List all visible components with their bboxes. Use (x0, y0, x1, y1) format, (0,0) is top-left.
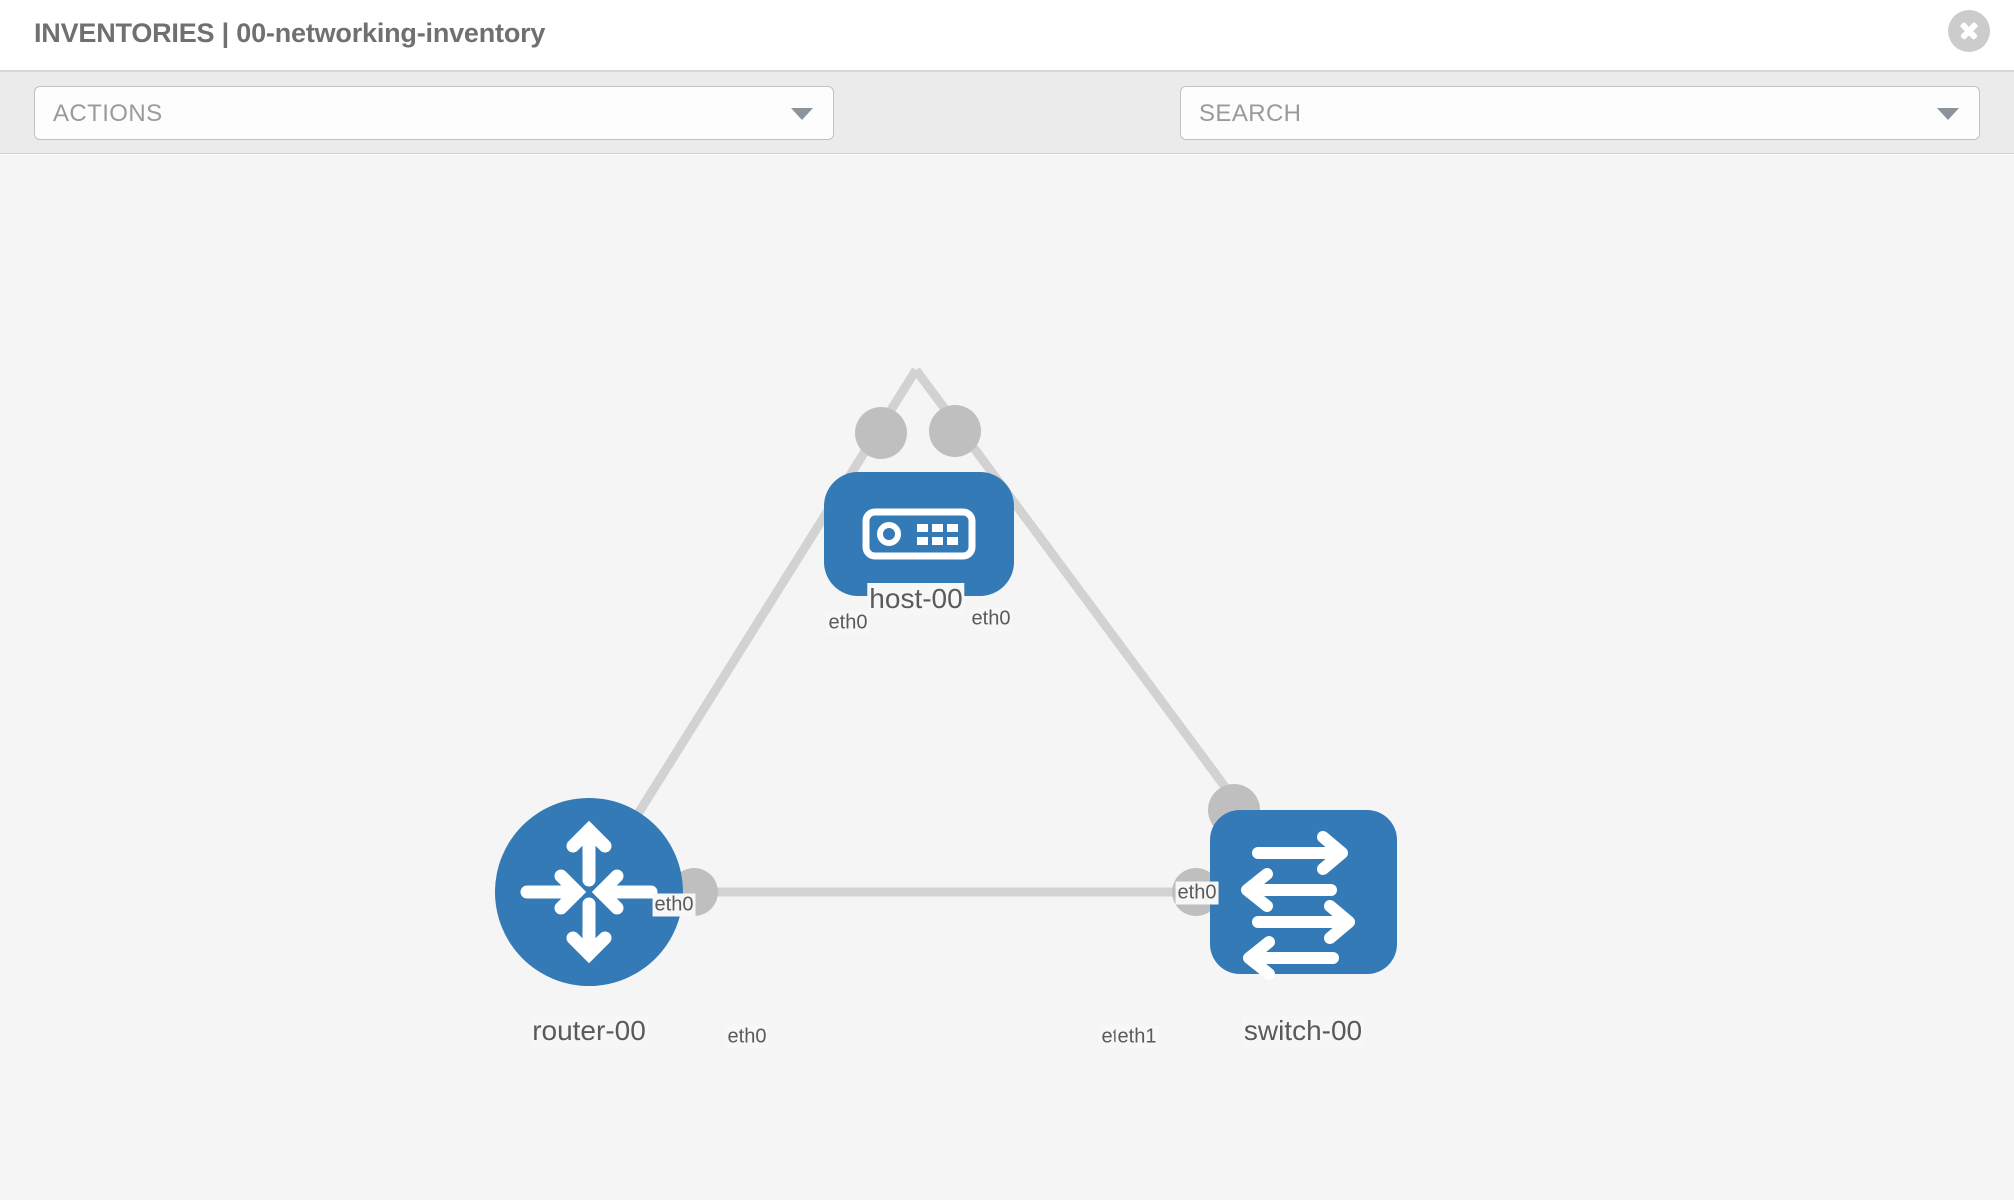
search-placeholder: SEARCH (1199, 100, 1302, 127)
chevron-down-icon (791, 108, 813, 120)
interface-label: eth0 (826, 611, 870, 635)
node-label-router-00[interactable]: router-00 (530, 1015, 648, 1047)
interface-label: eth0 (725, 1025, 769, 1049)
topology-graph (495, 367, 1397, 986)
interface-label: eth0 (969, 607, 1013, 631)
actions-dropdown-label: ACTIONS (53, 100, 163, 127)
connector-host00-right (929, 405, 981, 457)
interface-label: eth0 (652, 893, 696, 917)
close-icon[interactable] (1948, 10, 1990, 52)
page-title: INVENTORIES | 00-networking-inventory (34, 18, 546, 48)
link-host00-router00 (585, 367, 920, 895)
node-switch-00 (1210, 810, 1397, 980)
chevron-down-icon (1937, 108, 1959, 120)
search-input[interactable]: SEARCH (1180, 86, 1980, 140)
interface-label: eth1 (1115, 1025, 1159, 1049)
node-host-00 (824, 472, 1014, 596)
actions-dropdown[interactable]: ACTIONS (34, 86, 834, 140)
page-header: INVENTORIES | 00-networking-inventory (0, 0, 2014, 72)
node-label-host-00[interactable]: host-00 (867, 583, 965, 615)
node-label-switch-00[interactable]: switch-00 (1241, 1015, 1365, 1047)
node-router-00 (495, 798, 683, 986)
topology-canvas[interactable]: host-00 router-00 switch-00 eth0 eth0 et… (0, 155, 2014, 1200)
interface-label: eth0 (1175, 881, 1219, 905)
connector-host00-left (855, 407, 907, 459)
toolbar: ACTIONS SEARCH (0, 72, 2014, 203)
